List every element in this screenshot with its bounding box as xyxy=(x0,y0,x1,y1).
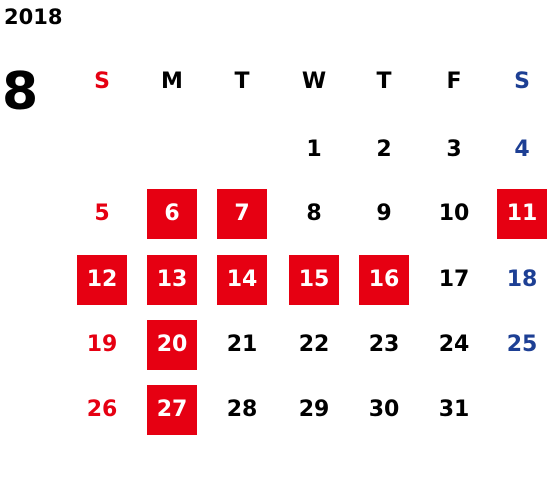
day-5: 5 xyxy=(94,201,110,226)
day-19: 19 xyxy=(86,332,118,357)
day-22: 22 xyxy=(298,332,330,357)
day-30: 30 xyxy=(368,397,400,422)
day-31: 31 xyxy=(438,397,470,422)
day-27: 27 xyxy=(147,385,197,435)
month-label: 8 xyxy=(2,62,39,122)
day-8: 8 xyxy=(306,201,322,226)
day-28: 28 xyxy=(226,397,258,422)
weekday-tue: T xyxy=(234,69,250,94)
day-14: 14 xyxy=(217,255,267,305)
weekday-sun: S xyxy=(94,69,110,94)
day-17: 17 xyxy=(438,267,470,292)
day-1: 1 xyxy=(306,137,322,162)
day-6: 6 xyxy=(147,189,197,239)
weekday-thu: T xyxy=(376,69,392,94)
day-9: 9 xyxy=(376,201,392,226)
day-18: 18 xyxy=(506,267,538,292)
day-21: 21 xyxy=(226,332,258,357)
day-7: 7 xyxy=(217,189,267,239)
day-23: 23 xyxy=(368,332,400,357)
day-2: 2 xyxy=(376,137,392,162)
year-label: 2018 xyxy=(4,5,63,29)
day-12: 12 xyxy=(77,255,127,305)
day-29: 29 xyxy=(298,397,330,422)
day-16: 16 xyxy=(359,255,409,305)
weekday-wed: W xyxy=(301,69,327,94)
weekday-header: S M T W T F S xyxy=(0,65,548,99)
day-3: 3 xyxy=(446,137,462,162)
weekday-sat: S xyxy=(514,69,530,94)
weekday-fri: F xyxy=(446,69,462,94)
day-11: 11 xyxy=(497,189,547,239)
day-10: 10 xyxy=(438,201,470,226)
day-13: 13 xyxy=(147,255,197,305)
weekday-mon: M xyxy=(161,69,183,94)
day-15: 15 xyxy=(289,255,339,305)
day-26: 26 xyxy=(86,397,118,422)
day-4: 4 xyxy=(514,137,530,162)
day-24: 24 xyxy=(438,332,470,357)
day-20: 20 xyxy=(147,320,197,370)
day-25: 25 xyxy=(506,332,538,357)
